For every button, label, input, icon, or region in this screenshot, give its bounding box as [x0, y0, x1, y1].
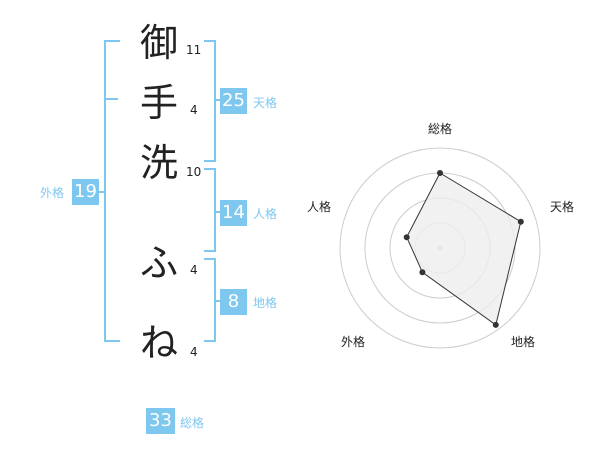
- char-2: 手: [139, 81, 178, 125]
- gaikaku-label: 外格: [40, 186, 65, 200]
- gaikaku-bracket-tick: [104, 98, 118, 100]
- jinkaku-label: 人格: [253, 207, 278, 221]
- radar-point-2: [492, 321, 499, 328]
- strokes-4: 4: [190, 263, 198, 277]
- radar-label-tenkaku: 天格: [550, 200, 575, 214]
- tenkaku-bracket: [204, 40, 216, 162]
- jinkaku-value-box: 14: [220, 200, 247, 226]
- char-5: ね: [139, 321, 178, 365]
- radar-point-4: [403, 234, 410, 241]
- radar-label-chikaku: 地格: [511, 335, 536, 349]
- chikaku-value-box: 8: [220, 289, 247, 315]
- strokes-5: 4: [190, 345, 198, 359]
- tenkaku-label: 天格: [253, 96, 278, 110]
- radar-label-jinkaku: 人格: [307, 200, 332, 214]
- char-4: ふ: [139, 241, 178, 285]
- radar-label-soukaku: 総格: [428, 122, 453, 136]
- radar-polygon: [406, 172, 522, 326]
- radar-point-0: [437, 170, 443, 176]
- soukaku-value-box: 33: [146, 408, 175, 434]
- chikaku-label: 地格: [253, 296, 278, 310]
- tenkaku-connector: [215, 99, 221, 101]
- jinkaku-connector: [215, 211, 221, 213]
- gaikaku-connector: [98, 191, 105, 193]
- gaikaku-bracket: [104, 40, 120, 342]
- strokes-2: 4: [190, 103, 198, 117]
- radar-label-gaikaku: 外格: [341, 335, 366, 349]
- tenkaku-value-box: 25: [220, 88, 247, 114]
- strokes-3: 10: [186, 165, 202, 179]
- chikaku-connector: [215, 300, 221, 302]
- radar-point-1: [517, 218, 524, 225]
- radar-ring-4: [339, 147, 541, 349]
- char-1: 御: [139, 21, 178, 65]
- strokes-1: 11: [186, 43, 202, 57]
- soukaku-label: 総格: [180, 416, 205, 430]
- radar-point-3: [419, 269, 426, 276]
- char-3: 洗: [139, 141, 178, 185]
- gaikaku-value-box: 19: [72, 179, 99, 205]
- jinkaku-bracket: [204, 168, 216, 252]
